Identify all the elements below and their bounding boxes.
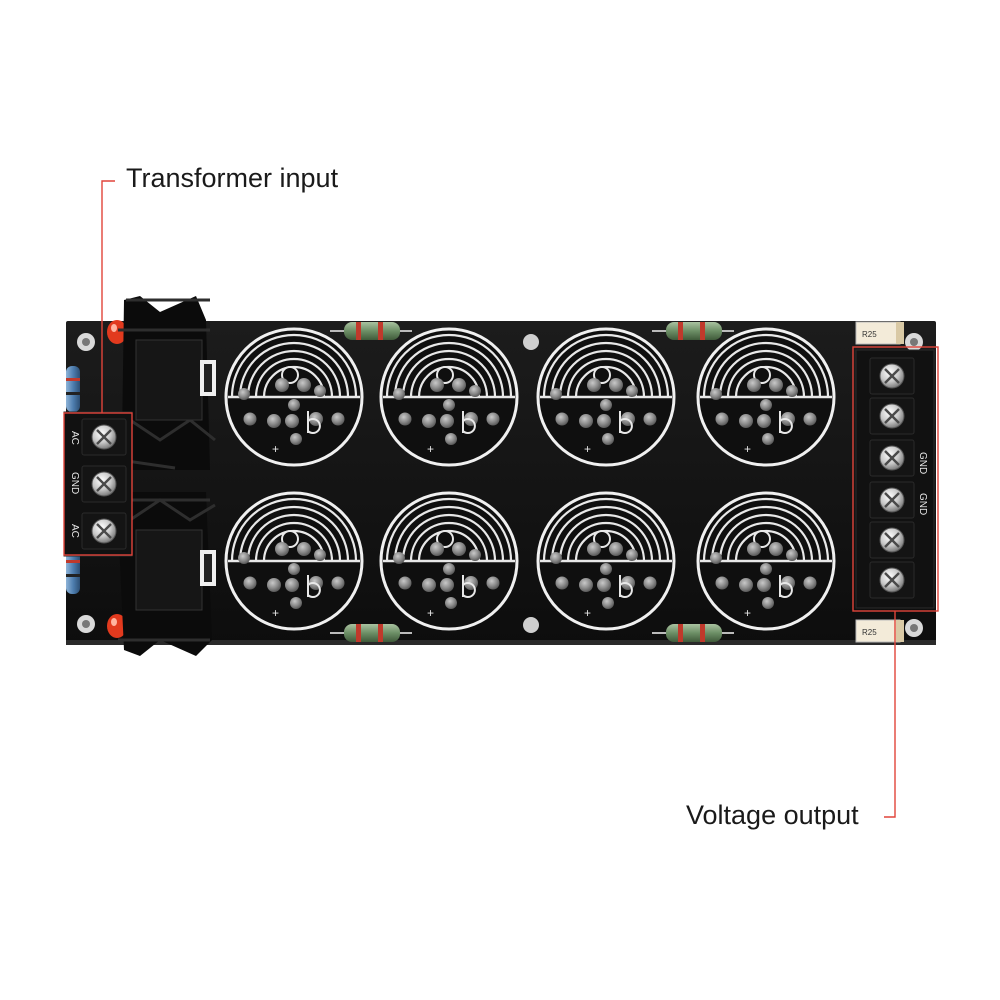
resistor (330, 322, 412, 340)
voltage-output-label: Voltage output (686, 800, 859, 830)
white-resistor (855, 619, 904, 643)
input-terminal-label: AC (69, 431, 80, 445)
callout-line-input (63, 180, 133, 556)
callout-line-output (852, 346, 939, 818)
resistor-marking: R25 (862, 628, 877, 637)
led (107, 320, 127, 344)
input-terminal-label: GND (69, 472, 80, 494)
heatsink (118, 296, 216, 470)
resistor (330, 624, 412, 642)
resistor (652, 322, 734, 340)
blue-resistor (66, 548, 80, 594)
resistor (652, 624, 734, 642)
input-terminal-label: AC (69, 524, 80, 538)
output-terminal-block (855, 349, 935, 609)
led (107, 614, 127, 638)
output-terminal-label: GND (917, 452, 928, 474)
input-terminal-block (63, 411, 133, 557)
resistor-marking: R25 (862, 330, 877, 339)
output-terminal-label: GND (917, 493, 928, 515)
white-resistor (855, 321, 904, 345)
blue-resistor (66, 366, 80, 412)
heatsink (118, 492, 216, 656)
transformer-input-label: Transformer input (126, 163, 339, 193)
